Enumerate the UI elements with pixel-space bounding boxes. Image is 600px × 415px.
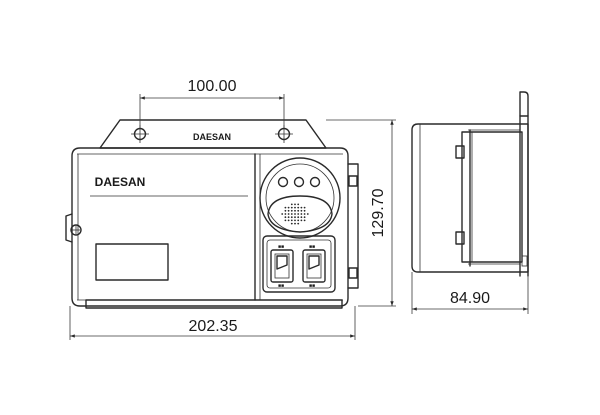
speaker-hole [306, 213, 309, 215]
svg-text:■■: ■■ [309, 283, 315, 289]
side-bracket [519, 91, 529, 117]
main-housing [71, 147, 349, 307]
control-dome-inner [265, 163, 335, 233]
speaker-hole [294, 203, 296, 206]
speaker-hole [300, 216, 303, 219]
speaker-hole [294, 209, 296, 212]
right-flange [347, 163, 359, 289]
led-1-icon [277, 176, 289, 188]
display-window [95, 243, 169, 281]
dimension-depth-label: 84.90 [450, 290, 490, 307]
dimension-top: 100.00 [139, 78, 285, 128]
side-housing [411, 123, 529, 273]
right-clip-bottom [348, 267, 358, 279]
speaker-hole [287, 206, 290, 209]
dimension-top-label: 100.00 [188, 78, 237, 95]
speaker-panel [267, 195, 333, 233]
control-dome-outer [259, 157, 341, 239]
speaker-hole [297, 216, 300, 219]
speaker-hole [294, 216, 296, 219]
speaker-hole [284, 219, 287, 222]
speaker-hole [297, 222, 300, 225]
speaker-hole [297, 213, 300, 215]
dimension-overall-width-label: 202.35 [189, 318, 238, 335]
speaker-hole [284, 209, 287, 212]
body-brand-label: DAESAN [95, 175, 146, 189]
dimension-overall-width: 202.35 [69, 306, 356, 340]
speaker-hole [300, 209, 303, 212]
rocker-switch-right [302, 249, 326, 283]
speaker-hole [297, 206, 300, 209]
side-panel [461, 131, 523, 263]
led-3-icon [309, 176, 321, 188]
base-strip [85, 299, 343, 309]
speaker-hole [303, 206, 306, 209]
speaker-hole [284, 216, 287, 219]
speaker-hole [294, 213, 296, 215]
speaker-hole [297, 219, 300, 222]
speaker-hole [290, 206, 293, 209]
speaker-hole [290, 216, 293, 219]
speaker-hole [287, 216, 290, 219]
svg-text:■■: ■■ [278, 244, 284, 250]
speaker-hole [284, 206, 287, 209]
speaker-hole [294, 219, 296, 222]
bracket-brand-label: DAESAN [193, 132, 231, 142]
screw-icon [70, 224, 82, 236]
speaker-hole [281, 213, 284, 215]
switch-block [262, 235, 336, 293]
side-tab-top [455, 145, 465, 159]
speaker-hole [287, 213, 290, 215]
left-latch [65, 213, 73, 243]
speaker-grille-icon [281, 203, 309, 225]
dimension-height: 129.70 [326, 119, 396, 307]
right-clip-top [348, 175, 358, 187]
speaker-hole [303, 216, 306, 219]
speaker-hole [297, 203, 300, 206]
speaker-hole [300, 213, 303, 215]
speaker-hole [294, 206, 296, 209]
speaker-hole [300, 206, 303, 209]
speaker-hole [303, 213, 306, 215]
speaker-hole [300, 219, 303, 222]
speaker-hole [290, 209, 293, 212]
dimension-height-label: 129.70 [370, 188, 387, 237]
speaker-hole [297, 209, 300, 212]
speaker-hole [287, 209, 290, 212]
speaker-hole [303, 219, 306, 222]
speaker-hole [287, 219, 290, 222]
side-tab-bottom [455, 231, 465, 245]
speaker-hole [303, 209, 306, 212]
speaker-hole [294, 222, 296, 225]
speaker-hole [290, 203, 293, 206]
rocker-switch-left [270, 249, 294, 283]
speaker-hole [290, 213, 293, 215]
speaker-hole [290, 219, 293, 222]
speaker-hole [284, 213, 287, 215]
side-view [411, 91, 529, 277]
led-2-icon [293, 176, 305, 188]
speaker-hole [290, 222, 293, 225]
svg-text:■■: ■■ [278, 283, 284, 289]
front-view: DAESAN DAESAN ■■ ■■ [65, 119, 359, 309]
dimension-depth: 84.90 [411, 272, 529, 314]
svg-text:■■: ■■ [309, 244, 315, 250]
